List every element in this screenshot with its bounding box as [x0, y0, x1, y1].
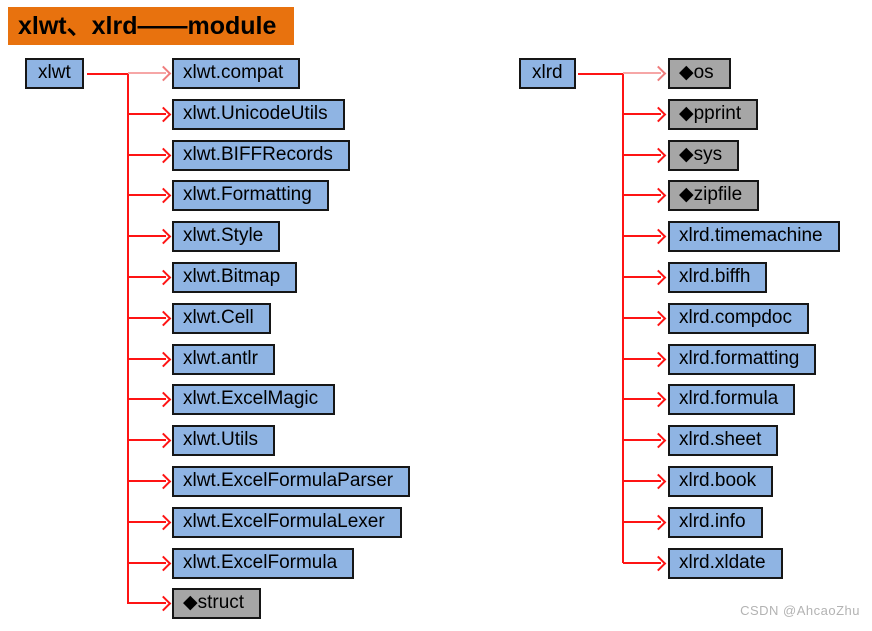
tree-row: xlrd.formula: [623, 384, 840, 416]
module-node: xlrd.timemachine: [668, 221, 840, 253]
tree-row: xlwt.Bitmap: [128, 261, 410, 293]
arrow-icon: [155, 596, 172, 612]
tree-row: xlwt.UnicodeUtils: [128, 98, 410, 130]
xlrd-children: ◆os ◆pprint ◆sys ◆zipfile xlrd.timemachi…: [623, 58, 840, 588]
arrow-icon: [155, 65, 172, 82]
tree-row: xlwt.ExcelFormulaLexer: [128, 506, 410, 538]
tree-row: xlrd.timemachine: [623, 221, 840, 253]
module-node: xlwt.ExcelMagic: [172, 384, 336, 416]
arrow-icon: [155, 432, 172, 449]
builtin-node: ◆sys: [668, 139, 740, 171]
module-node: xlwt.Style: [172, 221, 281, 253]
connector-stub: [87, 73, 128, 75]
module-node: xlrd.info: [668, 506, 763, 538]
module-node: xlrd.sheet: [668, 425, 779, 457]
tree-row: xlrd.formatting: [623, 343, 840, 375]
tree-row: xlwt.BIFFRecords: [128, 139, 410, 171]
tree-row: xlwt.antlr: [128, 343, 410, 375]
tree-row: ◆struct: [128, 588, 410, 620]
arrow-icon: [650, 555, 667, 571]
arrow-icon: [650, 473, 667, 490]
page-title: xlwt、xlrd——module: [8, 7, 295, 45]
arrow-icon: [155, 351, 172, 367]
arrow-icon: [650, 147, 667, 163]
tree-row: ◆pprint: [623, 98, 840, 130]
tree-row: xlrd.compdoc: [623, 302, 840, 334]
tree-row: xlwt.Cell: [128, 302, 410, 334]
module-node: xlwt.ExcelFormulaLexer: [172, 506, 402, 538]
builtin-node: ◆struct: [172, 588, 262, 620]
arrow-icon: [650, 351, 667, 367]
xlwt-children: xlwt.compat xlwt.UnicodeUtils xlwt.BIFFR…: [128, 58, 411, 629]
tree-row: xlwt.ExcelFormulaParser: [128, 465, 411, 497]
tree-row: ◆zipfile: [623, 180, 840, 212]
module-node: xlrd.compdoc: [668, 302, 809, 334]
connector-trunk: [127, 73, 129, 604]
module-node: xlwt.compat: [172, 58, 301, 89]
arrow-icon: [155, 188, 172, 204]
module-node: xlrd.formula: [668, 384, 796, 416]
tree-row: xlwt.Utils: [128, 425, 410, 457]
tree-row: ◆sys: [623, 139, 840, 171]
watermark: CSDN @AhcaoZhu: [740, 603, 860, 618]
module-node: xlrd.book: [668, 465, 774, 497]
module-node: xlwt.BIFFRecords: [172, 139, 350, 171]
root-node-xlwt: xlwt: [25, 58, 84, 89]
builtin-node: ◆os: [668, 58, 731, 89]
module-node: xlrd.biffh: [668, 261, 768, 293]
module-node: xlrd.formatting: [668, 343, 817, 375]
arrow-icon: [650, 188, 667, 204]
builtin-node: ◆pprint: [668, 98, 759, 130]
arrow-icon: [155, 310, 172, 327]
arrow-icon: [155, 392, 172, 408]
module-node: xlwt.UnicodeUtils: [172, 98, 345, 130]
arrow-icon: [650, 65, 667, 82]
root-node-xlrd: xlrd: [519, 58, 576, 89]
arrow-icon: [155, 514, 172, 531]
module-node: xlwt.ExcelFormula: [172, 547, 355, 579]
module-node: xlwt.ExcelFormulaParser: [172, 465, 411, 497]
arrow-icon: [155, 147, 172, 163]
module-node: xlwt.Formatting: [172, 180, 329, 212]
module-node: xlwt.Utils: [172, 425, 275, 457]
tree-row: xlwt.ExcelFormula: [128, 547, 410, 579]
module-node: xlwt.antlr: [172, 343, 275, 375]
tree-row: xlwt.Formatting: [128, 180, 410, 212]
tree-row: xlrd.xldate: [623, 547, 840, 579]
tree-row: xlrd.sheet: [623, 425, 840, 457]
tree-row: xlwt.Style: [128, 221, 410, 253]
arrow-icon: [155, 269, 172, 286]
arrow-icon: [650, 392, 667, 408]
tree-row: xlrd.biffh: [623, 261, 840, 293]
arrow-icon: [155, 555, 172, 571]
arrow-icon: [155, 473, 172, 490]
tree-row: xlwt.compat: [128, 58, 410, 89]
module-node: xlwt.Bitmap: [172, 261, 298, 293]
arrow-icon: [650, 310, 667, 327]
tree-row: xlrd.info: [623, 506, 840, 538]
arrow-icon: [155, 106, 172, 123]
arrow-icon: [650, 269, 667, 286]
tree-row: xlrd.book: [623, 465, 840, 497]
connector-stub: [578, 73, 623, 75]
module-node: xlwt.Cell: [172, 302, 271, 334]
arrow-icon: [650, 432, 667, 449]
module-node: xlrd.xldate: [668, 547, 783, 579]
arrow-icon: [155, 228, 172, 245]
arrow-icon: [650, 514, 667, 531]
arrow-icon: [650, 228, 667, 245]
tree-row: xlwt.ExcelMagic: [128, 384, 410, 416]
arrow-icon: [650, 106, 667, 123]
tree-row: ◆os: [623, 58, 840, 89]
builtin-node: ◆zipfile: [668, 180, 760, 212]
